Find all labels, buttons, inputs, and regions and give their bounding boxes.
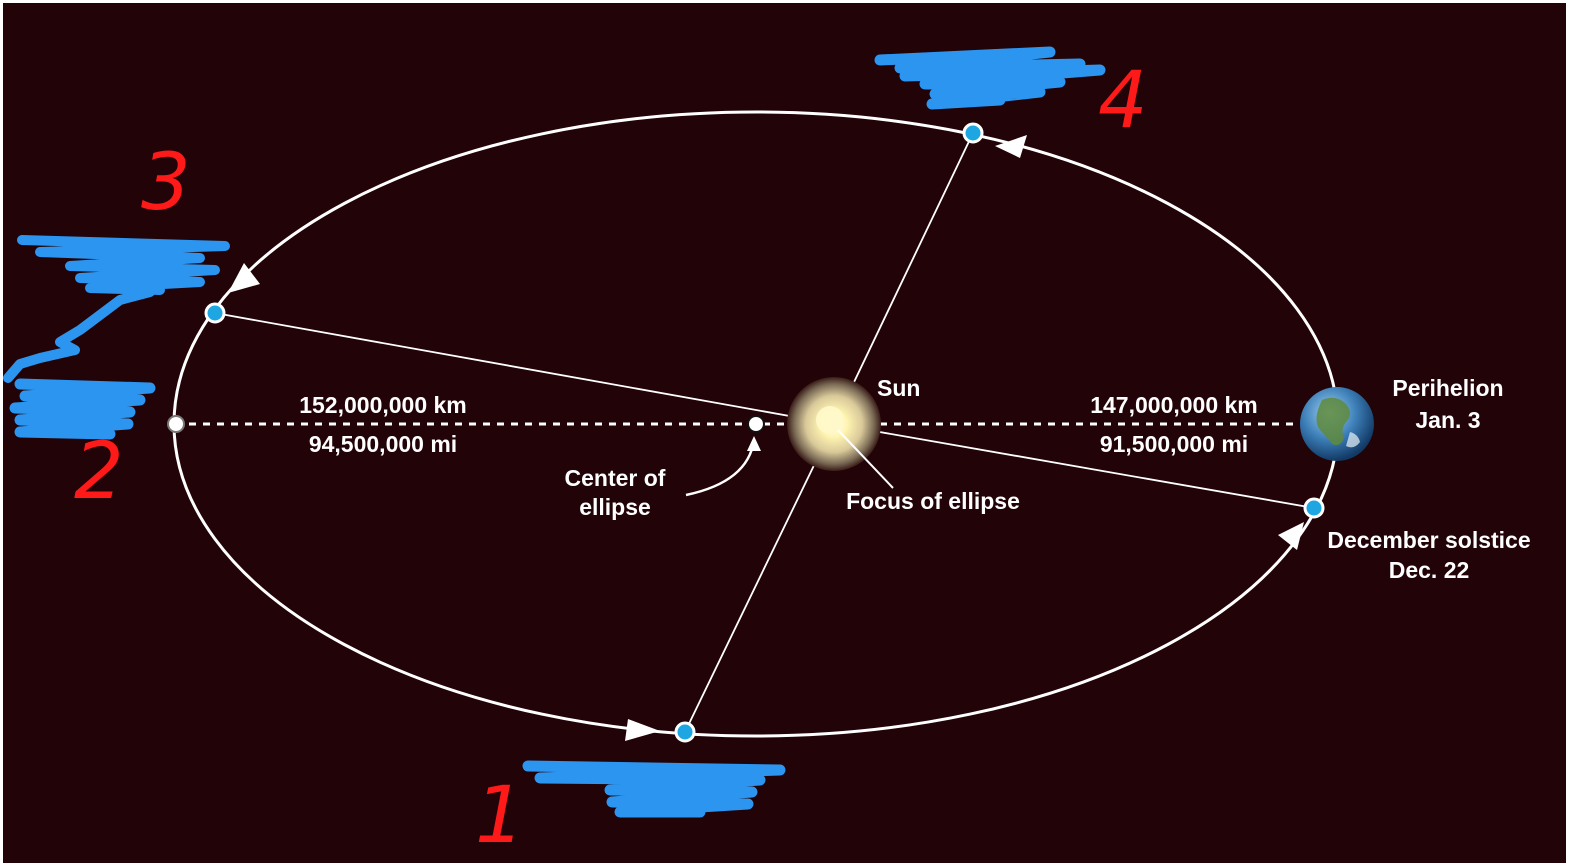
handwritten-number-4: 4 <box>1098 56 1148 146</box>
center-dot <box>747 415 765 433</box>
line-sun-to-position-1 <box>684 423 835 733</box>
sun <box>787 377 881 471</box>
earth-landmass <box>1316 397 1350 446</box>
scribble-left-upper <box>3 235 230 383</box>
focus-of-ellipse-label: Focus of ellipse <box>846 488 1020 514</box>
perihelion-distance-km: 147,000,000 km <box>1090 392 1258 418</box>
radius-lines <box>214 132 1315 733</box>
perihelion-label: Perihelion <box>1392 375 1503 401</box>
december-solstice-label: December solstice <box>1327 527 1530 553</box>
aphelion-distance-mi: 94,500,000 mi <box>309 431 457 457</box>
perihelion-date: Jan. 3 <box>1415 407 1480 433</box>
line-sun-to-december <box>833 423 1315 509</box>
center-pointer-arrowhead <box>747 436 761 451</box>
center-of-ellipse-label: Center of <box>565 465 666 491</box>
blue-scribbles <box>3 46 1106 818</box>
labels: Sun Perihelion Jan. 3 152,000,000 km 94,… <box>299 375 1530 583</box>
scribble-left-lower <box>9 378 156 440</box>
arrow-to-december <box>1278 522 1304 550</box>
arrow-to-position-1 <box>625 719 660 741</box>
arrow-to-position-4 <box>995 135 1027 158</box>
position-dot-1 <box>674 721 696 743</box>
scribble-top <box>874 46 1106 110</box>
perihelion-distance-mi: 91,500,000 mi <box>1100 431 1248 457</box>
center-of-ellipse-label-line2: ellipse <box>579 494 651 520</box>
aphelion-distance-km: 152,000,000 km <box>299 392 467 418</box>
scribble-bottom <box>522 760 786 818</box>
sun-label: Sun <box>877 375 920 401</box>
handwritten-number-1: 1 <box>475 771 525 861</box>
position-dots <box>167 122 1325 743</box>
line-sun-to-position-3 <box>214 312 835 425</box>
line-sun-to-position-4 <box>833 132 974 425</box>
position-dot-aphelion <box>167 415 185 433</box>
sun-core <box>816 406 844 434</box>
position-dot-4 <box>962 122 984 144</box>
arrow-to-position-3 <box>228 263 260 293</box>
earth-cloud <box>1346 432 1360 448</box>
focus-pointer-line <box>837 429 894 489</box>
earth-globe <box>1300 387 1374 461</box>
position-dot-december <box>1303 497 1325 519</box>
handwritten-number-2: 2 <box>74 427 124 517</box>
orbit-direction-arrows <box>228 135 1304 741</box>
position-dot-3 <box>204 302 226 324</box>
handwritten-numbers: 4 3 2 1 <box>74 56 1148 861</box>
handwritten-number-3: 3 <box>141 138 191 228</box>
december-solstice-date: Dec. 22 <box>1389 557 1470 583</box>
